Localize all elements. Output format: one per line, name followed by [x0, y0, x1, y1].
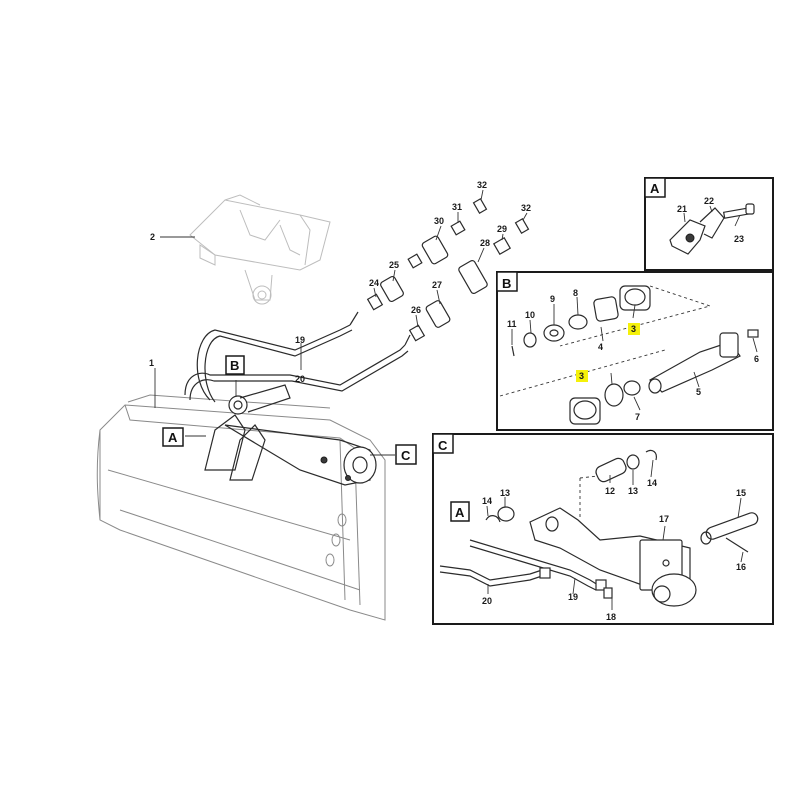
- callout-19-c: 19: [568, 592, 578, 602]
- inset-c: C A: [432, 433, 774, 625]
- callout-3-upper: 3: [631, 324, 636, 334]
- highlight-3-upper: [628, 323, 640, 335]
- callout-22: 22: [704, 196, 714, 206]
- callout-12: 12: [605, 486, 615, 496]
- callout-2: 2: [150, 232, 155, 242]
- callout-11: 11: [507, 319, 517, 329]
- leaders-main: [154, 189, 528, 456]
- callout-9: 9: [550, 294, 555, 304]
- callout-14-right: 14: [647, 478, 657, 488]
- callout-10: 10: [525, 310, 535, 320]
- callouts-main: 2 1 19 20 24 25 26 27 28 29 30 31 32 32: [149, 180, 531, 384]
- callout-20: 20: [295, 374, 305, 384]
- linkage-arms: [204, 384, 377, 486]
- main-assembly: 2 1 19 20 24 25 26 27 28 29 30 31 32 32 …: [96, 180, 531, 621]
- callout-18: 18: [606, 612, 616, 622]
- inset-c-left-rings: [485, 506, 515, 523]
- callout-13-left: 13: [500, 488, 510, 498]
- callout-28: 28: [480, 238, 490, 248]
- inset-c-view-a-tag: A: [455, 505, 465, 520]
- highlight-3-lower: [576, 370, 588, 382]
- callout-19: 19: [295, 335, 305, 345]
- inset-b-title: B: [502, 276, 511, 291]
- callout-23: 23: [734, 234, 744, 244]
- callout-14-left: 14: [482, 496, 492, 506]
- callout-26: 26: [411, 305, 421, 315]
- callout-27: 27: [432, 280, 442, 290]
- callout-4-upper: 4: [598, 342, 603, 352]
- callout-20-c: 20: [482, 596, 492, 606]
- callout-1: 1: [149, 358, 154, 368]
- inset-a: A 21 22 23: [644, 177, 774, 271]
- inset-b-pin: [648, 329, 759, 394]
- callout-16: 16: [736, 562, 746, 572]
- callout-6: 6: [754, 354, 759, 364]
- inset-b-lower-parts: [569, 380, 641, 425]
- callout-32b: 32: [521, 203, 531, 213]
- callout-8: 8: [573, 288, 578, 298]
- fittings-right-stack: [408, 217, 530, 342]
- bucket: [96, 394, 386, 621]
- inset-a-title: A: [650, 181, 660, 196]
- callout-31: 31: [452, 202, 462, 212]
- inset-c-title: C: [438, 438, 448, 453]
- view-tag-c: C: [401, 448, 411, 463]
- main-view-tags: B A C: [162, 355, 417, 465]
- callout-3-lower: 3: [579, 371, 584, 381]
- callout-5: 5: [696, 387, 701, 397]
- callout-21: 21: [677, 204, 687, 214]
- view-tag-a: A: [168, 430, 178, 445]
- inset-c-hoses: [439, 539, 613, 599]
- callout-17: 17: [659, 514, 669, 524]
- callout-24: 24: [369, 278, 379, 288]
- inset-c-cylinder: [529, 507, 697, 607]
- callout-25: 25: [389, 260, 399, 270]
- fittings-left-stack: [366, 197, 488, 311]
- coupler-mount: [189, 194, 331, 305]
- callout-13-right: 13: [628, 486, 638, 496]
- inset-b: B: [496, 271, 774, 431]
- view-tag-b: B: [230, 358, 239, 373]
- callout-15: 15: [736, 488, 746, 498]
- inset-c-upper-parts: [595, 449, 657, 483]
- callout-30: 30: [434, 216, 444, 226]
- callout-32a: 32: [477, 180, 487, 190]
- hoses-main: [184, 311, 411, 403]
- callout-7: 7: [635, 412, 640, 422]
- inset-c-pin: [700, 512, 759, 553]
- callout-29: 29: [497, 224, 507, 234]
